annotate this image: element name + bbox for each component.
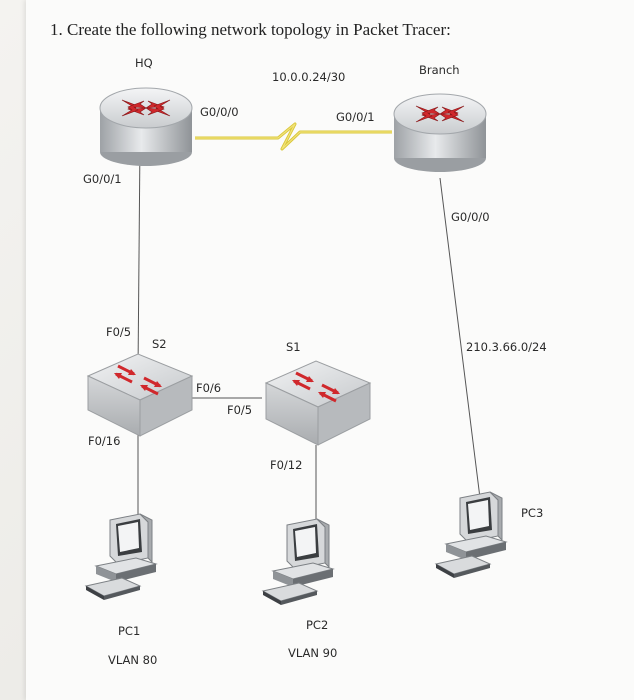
pc1-computer-icon <box>84 513 158 600</box>
branch-router <box>393 93 487 172</box>
s2-f06-label: F0/6 <box>196 381 222 395</box>
pc1-label: PC1 <box>118 624 141 638</box>
s1-f05-label: F0/5 <box>227 403 253 417</box>
branch-lan-network-label: 210.3.66.0/24 <box>466 340 547 354</box>
pc3-computer-icon <box>434 491 508 578</box>
s1-switch <box>264 360 372 446</box>
hq-g000-label: G0/0/0 <box>200 105 239 119</box>
hq-label: HQ <box>135 56 153 70</box>
router-arrows-icon <box>121 99 171 117</box>
pc1-vlan-label: VLAN 80 <box>108 653 158 667</box>
cable-hq-s2 <box>137 139 141 373</box>
switch-arrows-icon <box>292 371 340 403</box>
pc2-label: PC2 <box>306 618 329 632</box>
question-heading: 1. Create the following network topology… <box>50 20 451 39</box>
pc3-label: PC3 <box>521 506 544 520</box>
branch-g001-label: G0/0/1 <box>336 110 375 124</box>
s2-f05-label: F0/5 <box>106 325 132 339</box>
s1-label: S1 <box>286 340 301 354</box>
s1-f012-label: F0/12 <box>270 458 303 472</box>
branch-label: Branch <box>419 63 460 77</box>
s2-label: S2 <box>152 337 167 351</box>
s2-f016-label: F0/16 <box>88 434 121 448</box>
wan-network-label: 10.0.0.24/30 <box>272 70 346 84</box>
pc2-computer-icon <box>261 518 335 605</box>
s2-switch <box>86 353 194 437</box>
switch-arrows-icon <box>114 364 162 396</box>
pc2-vlan-label: VLAN 90 <box>288 646 338 660</box>
hq-router <box>99 87 193 166</box>
hq-g001-label: G0/0/1 <box>83 172 122 186</box>
branch-g000-label: G0/0/0 <box>451 210 490 224</box>
cable-branch-pc3 <box>439 177 481 499</box>
router-arrows-icon <box>415 105 465 123</box>
